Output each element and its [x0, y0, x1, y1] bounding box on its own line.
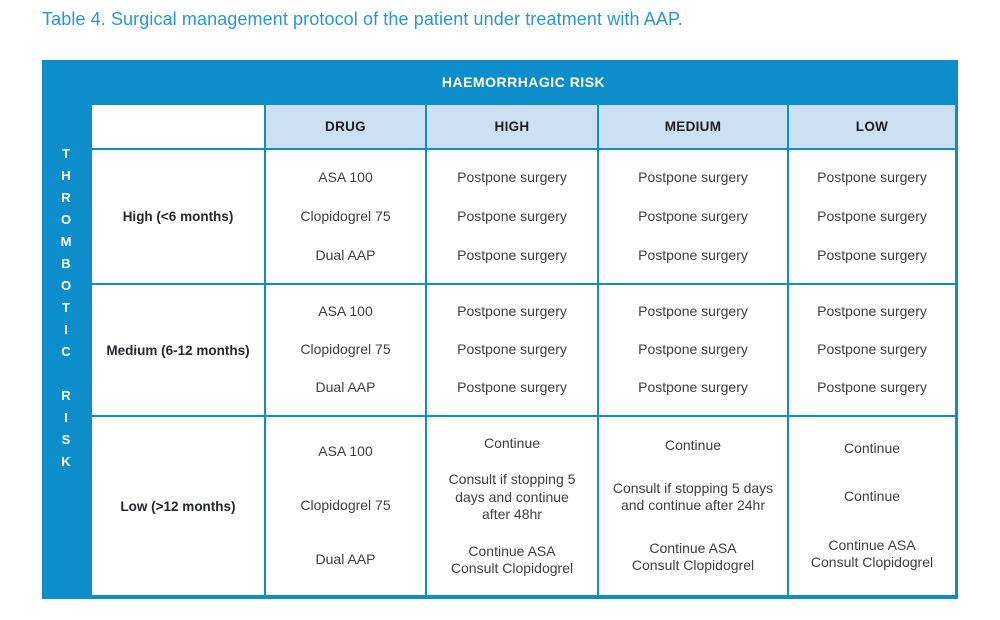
cell-line: Postpone surgery	[457, 303, 567, 320]
cell-medium: Postpone surgery Postpone surgery Postpo…	[599, 285, 787, 415]
cell-line: Postpone surgery	[457, 207, 567, 224]
drug-name: ASA 100	[318, 443, 373, 460]
col-header-drug: DRUG	[266, 105, 425, 148]
cell-drug: ASA 100 Clopidogrel 75 Dual AAP	[266, 150, 425, 283]
cell-line: Postpone surgery	[638, 303, 748, 320]
cell-low: Postpone surgery Postpone surgery Postpo…	[789, 285, 955, 415]
cell-high: Postpone surgery Postpone surgery Postpo…	[427, 150, 597, 283]
cell-drug: ASA 100 Clopidogrel 75 Dual AAP	[266, 285, 425, 415]
cell-line: Postpone surgery	[457, 246, 567, 263]
cell-line: Continue	[843, 488, 901, 505]
cell-line: Continue ASA Consult Clopidogrel	[631, 539, 755, 574]
cell-line: Postpone surgery	[817, 246, 927, 263]
cell-line: Postpone surgery	[638, 168, 748, 185]
cell-line: Continue ASA Consult Clopidogrel	[450, 542, 574, 577]
row-label-medium-thrombotic: Medium (6-12 months)	[92, 285, 264, 415]
cell-line: Postpone surgery	[817, 341, 927, 358]
corner-cell	[92, 105, 264, 148]
drug-name: Clopidogrel 75	[300, 341, 391, 358]
cell-drug: ASA 100 Clopidogrel 75 Dual AAP	[266, 417, 425, 595]
cell-line: Postpone surgery	[817, 303, 927, 320]
row-label-low-thrombotic: Low (>12 months)	[92, 417, 264, 595]
cell-line: Postpone surgery	[457, 341, 567, 358]
cell-line: Postpone surgery	[638, 207, 748, 224]
row-label-high-thrombotic: High (<6 months)	[92, 150, 264, 283]
thrombotic-risk-bar: THROMBOTIC RISK	[42, 60, 90, 595]
cell-high: Continue Consult if stopping 5 days and …	[427, 417, 597, 595]
drug-name: ASA 100	[318, 168, 373, 185]
cell-low: Postpone surgery Postpone surgery Postpo…	[789, 150, 955, 283]
table-caption: Table 4. Surgical management protocol of…	[42, 9, 683, 29]
col-header-low: LOW	[789, 105, 955, 148]
cell-high: Postpone surgery Postpone surgery Postpo…	[427, 285, 597, 415]
cell-low: Continue Continue Continue ASA Consult C…	[789, 417, 955, 595]
cell-line: Continue	[664, 437, 722, 454]
cell-line: Postpone surgery	[457, 379, 567, 396]
cell-medium: Postpone surgery Postpone surgery Postpo…	[599, 150, 787, 283]
drug-name: Dual AAP	[315, 246, 376, 263]
col-header-medium: MEDIUM	[599, 105, 787, 148]
drug-name: ASA 100	[318, 303, 373, 320]
cell-line: Postpone surgery	[817, 207, 927, 224]
cell-medium: Continue Consult if stopping 5 days and …	[599, 417, 787, 595]
drug-name: Dual AAP	[315, 379, 376, 396]
cell-line: Postpone surgery	[817, 379, 927, 396]
cell-line: Postpone surgery	[638, 246, 748, 263]
cell-line: Consult if stopping 5 days and continue …	[612, 479, 774, 514]
drug-name: Clopidogrel 75	[300, 207, 391, 224]
cell-line: Postpone surgery	[817, 168, 927, 185]
cell-line: Continue ASA Consult Clopidogrel	[810, 536, 934, 571]
drug-name: Clopidogrel 75	[300, 497, 391, 514]
drug-name: Dual AAP	[315, 551, 376, 568]
col-header-high: HIGH	[427, 105, 597, 148]
cell-line: Postpone surgery	[638, 379, 748, 396]
cell-line: Continue	[483, 434, 541, 451]
cell-line: Postpone surgery	[457, 168, 567, 185]
thrombotic-risk-label: THROMBOTIC RISK	[58, 145, 74, 476]
cell-line: Consult if stopping 5 days and continue …	[448, 471, 576, 522]
haemorrhagic-risk-header: HAEMORRHAGIC RISK	[441, 73, 606, 90]
cell-line: Postpone surgery	[638, 341, 748, 358]
protocol-table: HAEMORRHAGIC RISK THROMBOTIC RISK DRUG H…	[42, 60, 958, 599]
cell-line: Continue	[843, 440, 901, 457]
